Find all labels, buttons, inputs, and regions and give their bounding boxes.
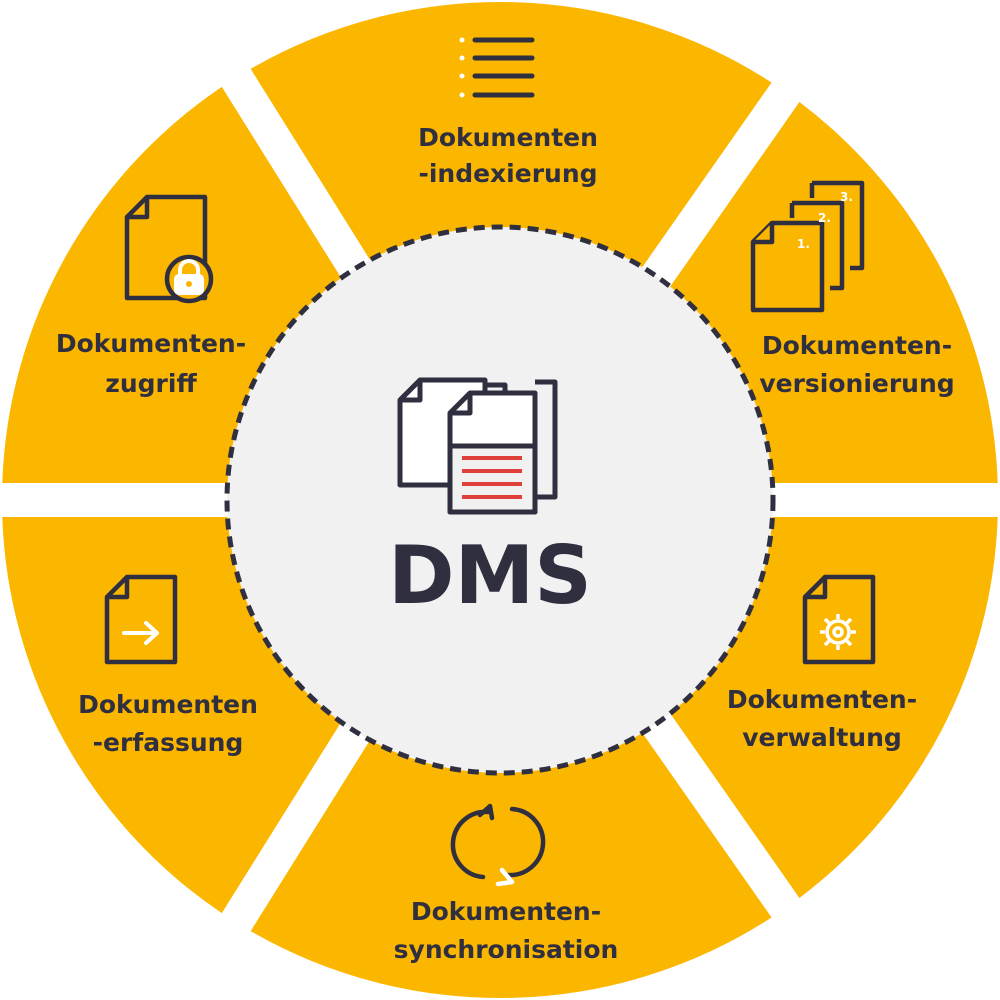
list-icon — [459, 37, 535, 98]
segment-label-zugriff-line2: zugriff — [105, 369, 197, 398]
document-gear-icon — [802, 574, 876, 665]
segment-label-versionierung-line1: Dokumenten- — [762, 331, 952, 360]
segment-label-indexierung-line2: -indexierung — [418, 159, 597, 188]
segment-label-versionierung-line2: versionierung — [759, 369, 954, 398]
segment-label-verwaltung-line1: Dokumenten- — [727, 685, 917, 714]
version-number-3: 3. — [840, 190, 853, 204]
documents-stack-icon — [397, 377, 558, 515]
segment-label-indexierung-line1: Dokumenten — [418, 123, 598, 152]
document-arrow-icon — [104, 574, 178, 665]
segment-label-verwaltung-line2: verwaltung — [742, 723, 902, 752]
document-lock-icon — [124, 194, 214, 304]
sync-icon — [450, 803, 546, 887]
version-number-1: 1. — [797, 237, 810, 251]
segment-label-erfassung-line1: Dokumenten — [78, 690, 258, 719]
center-title: DMS — [388, 529, 592, 622]
versions-icon: 1. 2. 3. — [750, 180, 865, 313]
version-number-2: 2. — [818, 211, 831, 225]
segment-label-synchronisation-line1: Dokumenten- — [411, 897, 601, 926]
segment-label-zugriff-line1: Dokumenten- — [56, 329, 246, 358]
segment-label-synchronisation-line2: synchronisation — [394, 935, 619, 964]
segment-label-erfassung-line2: -erfassung — [93, 728, 244, 757]
